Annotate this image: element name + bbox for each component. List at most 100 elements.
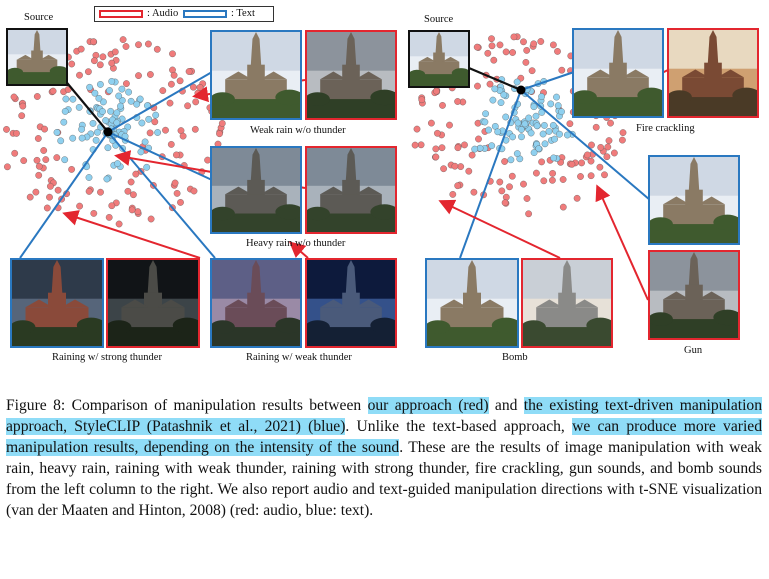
audio-point	[119, 36, 127, 43]
text-point	[97, 81, 104, 88]
audio-point	[130, 191, 137, 199]
text-point	[103, 175, 111, 183]
audio-point	[179, 132, 187, 140]
text-point	[530, 149, 538, 156]
text-point	[497, 99, 505, 106]
text-point	[547, 100, 555, 108]
cathedral-photo	[650, 252, 738, 338]
audio-point	[488, 42, 496, 50]
left-source-image	[6, 28, 68, 86]
weak-thunder-label: Raining w/ weak thunder	[246, 352, 352, 363]
audio-point	[32, 188, 40, 196]
audio-point	[619, 136, 626, 144]
audio-point	[484, 49, 492, 57]
audio-point	[566, 120, 574, 128]
audio-point	[418, 96, 426, 104]
audio-point	[123, 80, 130, 87]
bomb-text-image	[425, 258, 519, 348]
audio-point	[124, 187, 132, 195]
audio-point	[554, 48, 561, 55]
audio-point	[558, 66, 566, 74]
text-point	[554, 102, 562, 109]
text-direction-line	[19, 131, 109, 259]
audio-point	[43, 204, 51, 212]
audio-point	[19, 102, 27, 110]
audio-point	[439, 102, 446, 109]
text-point	[553, 93, 560, 101]
audio-point	[41, 125, 48, 133]
audio-point	[496, 178, 504, 186]
text-point	[115, 92, 123, 100]
audio-point	[502, 48, 510, 56]
audio-point	[111, 48, 119, 56]
weak-rain-label: Weak rain w/o thunder	[250, 125, 346, 136]
text-direction-line	[107, 71, 213, 133]
text-point	[114, 160, 121, 167]
audio-point	[588, 141, 595, 149]
audio-point	[218, 120, 226, 127]
text-point	[92, 136, 100, 144]
audio-point	[20, 157, 28, 164]
text-point	[124, 123, 132, 131]
audio-point	[619, 129, 627, 136]
gun-audio-image	[648, 250, 740, 340]
text-point	[471, 145, 479, 153]
right-source-label: Source	[424, 14, 454, 25]
audio-point	[549, 176, 556, 184]
text-point	[509, 133, 516, 141]
audio-point	[49, 87, 57, 95]
audio-point	[33, 156, 41, 164]
audio-point	[449, 191, 457, 198]
text-point	[57, 137, 65, 145]
weak-rain-audio-image	[305, 30, 397, 120]
audio-point	[533, 169, 540, 177]
cathedral-photo	[523, 260, 611, 346]
audio-point	[509, 49, 516, 56]
audio-point	[192, 98, 200, 106]
text-point	[514, 119, 522, 127]
source-point	[516, 85, 526, 95]
audio-point	[108, 59, 116, 67]
audio-point	[597, 144, 605, 151]
audio-point	[90, 210, 98, 217]
audio-point	[559, 176, 567, 183]
strong-thunder-label: Raining w/ strong thunder	[52, 352, 162, 363]
audio-point	[510, 33, 518, 41]
audio-point	[568, 160, 576, 168]
audio-point	[10, 93, 18, 101]
audio-point	[18, 112, 26, 120]
text-point	[107, 107, 114, 115]
cathedral-photo	[669, 30, 757, 116]
text-point	[482, 110, 489, 118]
audio-point	[502, 193, 510, 201]
text-point	[104, 144, 112, 152]
text-point	[100, 98, 107, 106]
audio-point	[96, 61, 104, 69]
text-point	[535, 145, 543, 153]
audio-point	[47, 182, 54, 190]
audio-point	[604, 143, 612, 151]
weak-thunder-audio-image	[305, 258, 397, 348]
text-point	[533, 122, 541, 130]
text-point	[137, 148, 145, 156]
text-point	[138, 119, 146, 127]
audio-point	[145, 40, 152, 48]
audio-point	[108, 202, 116, 210]
audio-point	[196, 84, 204, 91]
text-point	[154, 129, 161, 136]
audio-point	[457, 163, 465, 170]
audio-point	[603, 153, 611, 161]
audio-point	[559, 203, 567, 211]
audio-point	[97, 188, 104, 196]
audio-point	[550, 41, 557, 49]
audio-point	[68, 166, 75, 173]
text-point	[502, 113, 510, 121]
audio-point	[146, 129, 154, 137]
cathedral-photo	[307, 260, 395, 346]
gun-text-image	[648, 155, 740, 245]
text-point	[556, 130, 563, 138]
audio-point	[540, 177, 548, 185]
audio-point	[605, 137, 613, 144]
audio-point	[33, 93, 41, 100]
audio-point	[170, 71, 178, 79]
